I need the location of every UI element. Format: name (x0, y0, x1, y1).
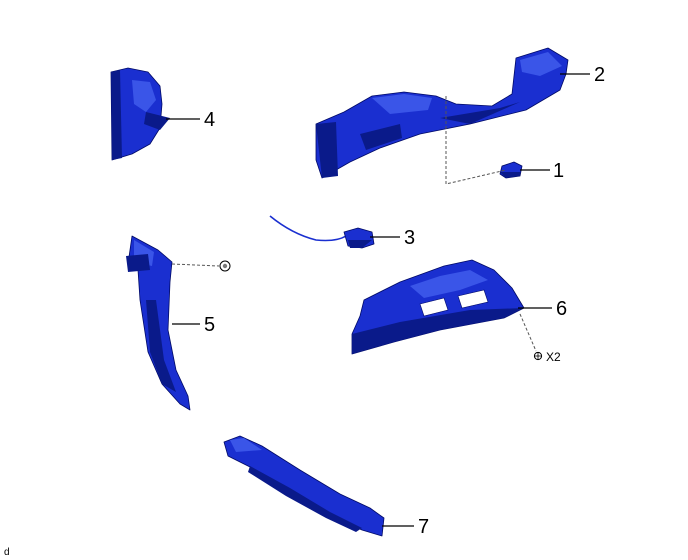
part-5-pillar-garnish (126, 235, 191, 411)
bolt-fastener (533, 351, 543, 361)
callout-2: 2 (594, 64, 605, 86)
part-3-cable-connector (269, 215, 375, 249)
part-7-scuff-plate (223, 435, 385, 537)
part-2-lower-panel (315, 47, 569, 179)
guide-line-part-5-to-screw (171, 263, 220, 267)
callout-4: 4 (204, 109, 215, 131)
callout-7: 7 (418, 516, 429, 538)
part-4-side-panel (110, 67, 170, 161)
callout-6: 6 (556, 298, 567, 320)
callout-3: 3 (404, 227, 415, 249)
guide-line-part-6-to-bolt (519, 313, 537, 352)
illustration-code: d (4, 547, 10, 558)
callout-5: 5 (204, 314, 215, 336)
part-6-lower-bracket (351, 259, 525, 355)
callout-1: 1 (553, 160, 564, 182)
quantity-label: X2 (546, 350, 561, 364)
part-1-clip (499, 161, 523, 179)
screw-fastener (219, 260, 231, 272)
guide-line-part-2-to-part-1 (445, 96, 507, 185)
